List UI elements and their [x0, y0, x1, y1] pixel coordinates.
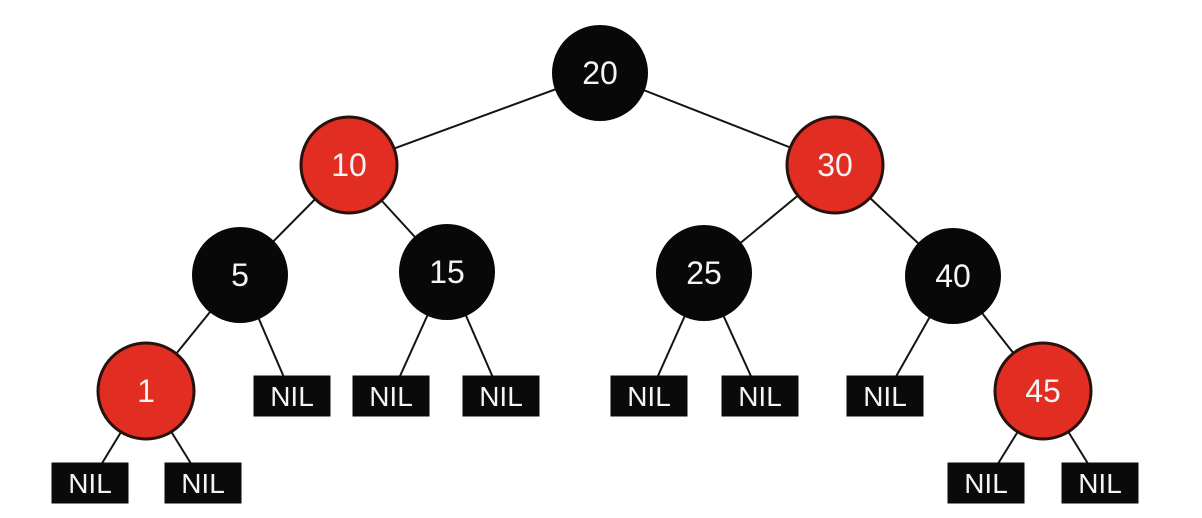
nil-node-nil-40l: NIL [846, 375, 924, 417]
tree-node-n10: 10 [299, 115, 399, 215]
nil-node-nil-1l: NIL [51, 462, 129, 504]
node-label: 1 [137, 373, 155, 409]
nil-box [610, 375, 688, 417]
tree-node-n40: 40 [905, 228, 1001, 324]
nil-box [721, 375, 799, 417]
nil-box [947, 462, 1025, 504]
nil-node-nil-45r: NIL [1061, 462, 1139, 504]
node-label: NIL [369, 381, 413, 412]
node-label: 30 [817, 147, 853, 183]
nil-box [352, 375, 430, 417]
node-label: NIL [627, 381, 671, 412]
nil-node-nil-15r: NIL [462, 375, 540, 417]
node-label: 25 [686, 255, 722, 291]
node-label: 20 [582, 55, 618, 91]
nil-box [1061, 462, 1139, 504]
node-label: 40 [935, 258, 971, 294]
node-circle [192, 227, 288, 323]
node-label: 45 [1025, 373, 1061, 409]
node-label: 10 [331, 147, 367, 183]
node-label: NIL [479, 381, 523, 412]
node-circle [552, 25, 648, 121]
nil-box [253, 375, 331, 417]
node-label: NIL [68, 468, 112, 499]
node-label: NIL [1078, 468, 1122, 499]
nil-box [846, 375, 924, 417]
tree-node-n20: 20 [552, 25, 648, 121]
tree-node-n30: 30 [785, 115, 885, 215]
nil-node-nil-15l: NIL [352, 375, 430, 417]
nil-box [164, 462, 242, 504]
tree-node-n45: 45 [993, 341, 1093, 441]
node-label: NIL [181, 468, 225, 499]
node-circle [399, 224, 495, 320]
node-circle [905, 228, 1001, 324]
node-label: NIL [863, 381, 907, 412]
nil-node-nil-25r: NIL [721, 375, 799, 417]
tree-node-n1: 1 [96, 341, 196, 441]
tree-node-n25: 25 [656, 225, 752, 321]
node-circle [96, 341, 196, 441]
tree-node-n15: 15 [399, 224, 495, 320]
nil-node-nil-5r: NIL [253, 375, 331, 417]
node-label: 15 [429, 254, 465, 290]
node-label: NIL [964, 468, 1008, 499]
node-label: NIL [738, 381, 782, 412]
node-label: NIL [270, 381, 314, 412]
nil-node-nil-45l: NIL [947, 462, 1025, 504]
node-circle [993, 341, 1093, 441]
node-label: 5 [231, 257, 249, 293]
node-circle [299, 115, 399, 215]
nil-box [51, 462, 129, 504]
nil-node-nil-1r: NIL [164, 462, 242, 504]
node-circle [785, 115, 885, 215]
node-circle [656, 225, 752, 321]
nil-box [462, 375, 540, 417]
tree-node-n5: 5 [192, 227, 288, 323]
nil-node-nil-25l: NIL [610, 375, 688, 417]
